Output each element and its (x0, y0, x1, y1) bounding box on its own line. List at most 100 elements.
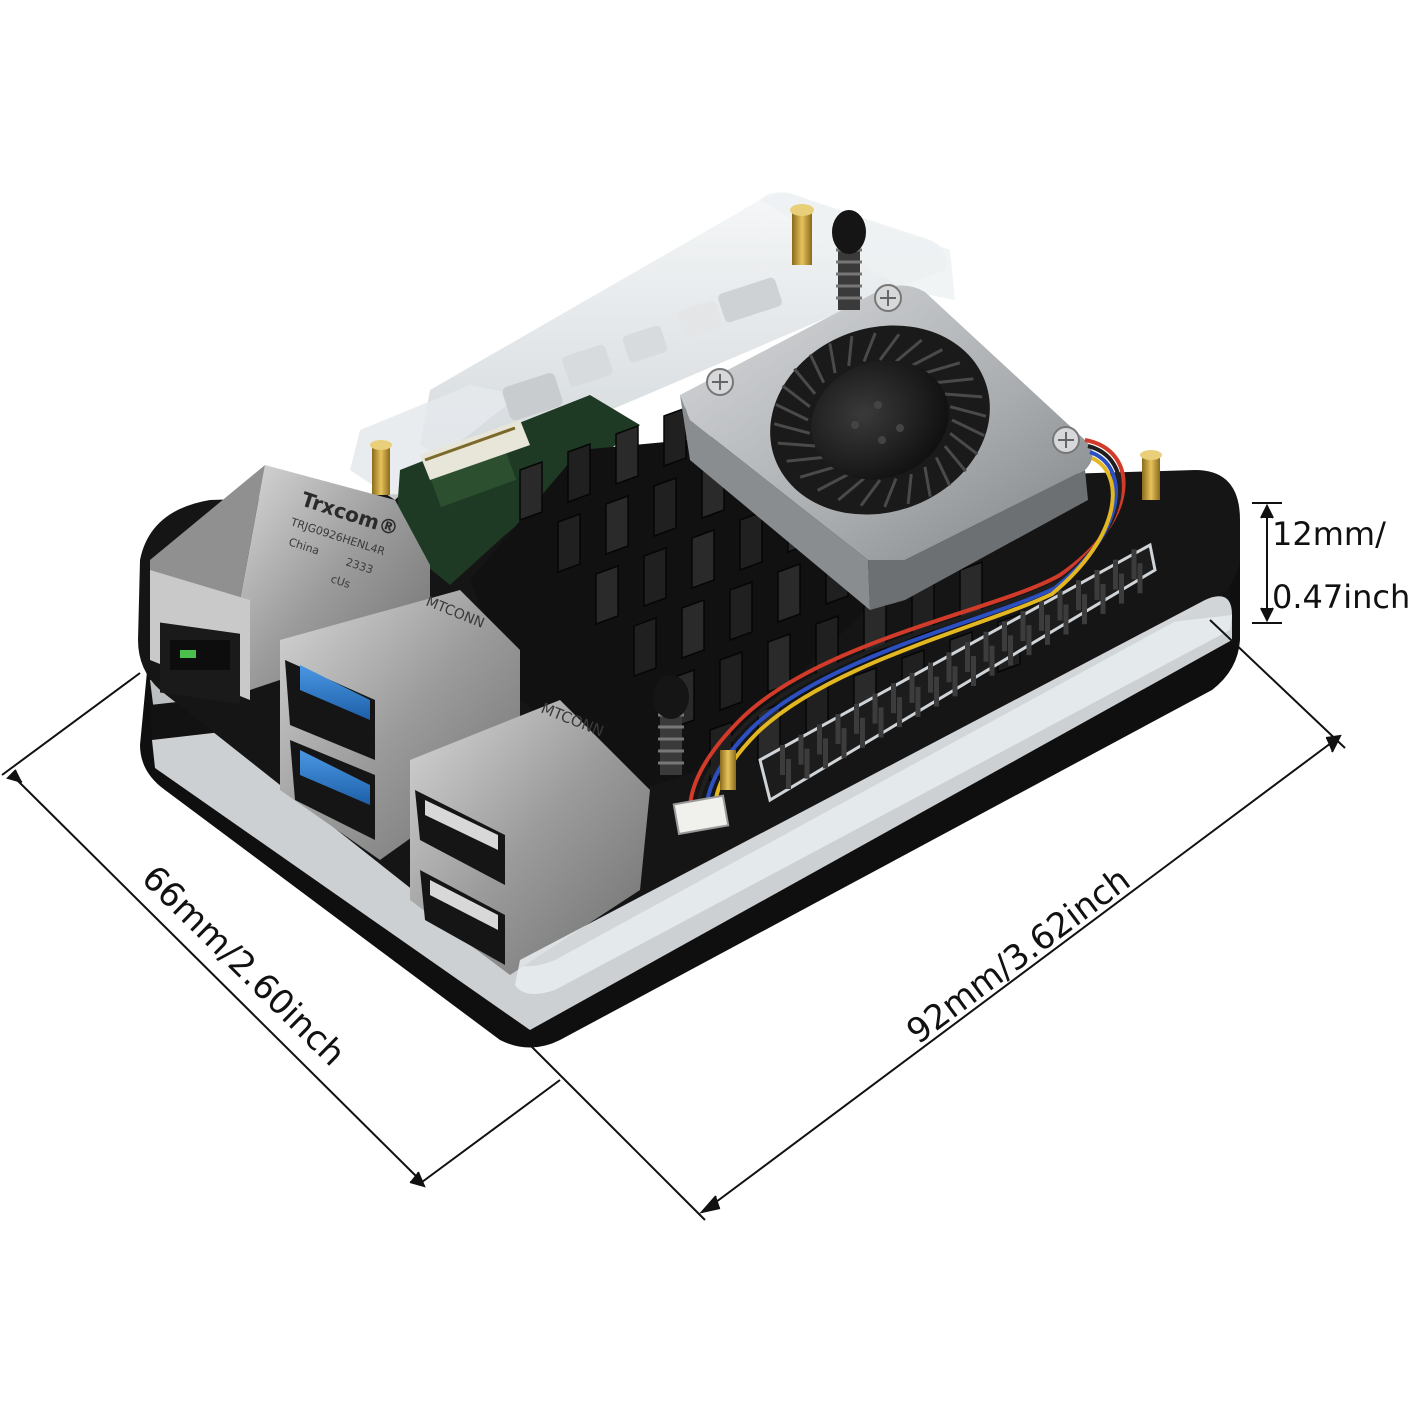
gpio-pin (1045, 614, 1050, 645)
gpio-pin (841, 728, 847, 759)
gpio-pin (965, 642, 970, 672)
gpio-pin (1082, 594, 1087, 625)
gpio-pin (891, 683, 896, 714)
ethernet-port: Trxcom® TRJG0926HENL4R China 2333 cUs (150, 465, 430, 704)
gpio-pin (934, 676, 939, 707)
gpio-pin (1113, 559, 1118, 590)
gpio-pin (1063, 604, 1069, 635)
heatsink-fin (777, 562, 801, 624)
gpio-pin (835, 714, 841, 745)
heatsink-fin (681, 598, 705, 660)
width-dimension (1, 672, 561, 1188)
fan-blade (944, 392, 983, 399)
heatsink-fin (663, 406, 687, 468)
gpio-pin (854, 703, 859, 734)
gpio-pin (804, 748, 810, 779)
heatsink-fin (643, 546, 667, 608)
fan-blade (808, 353, 826, 384)
heatsink-fin (691, 528, 715, 590)
gpio-pins (780, 549, 1143, 789)
fan-blade (906, 473, 913, 505)
heatsink-fin (567, 442, 591, 504)
fan-blade (949, 405, 987, 418)
height-dimension (1252, 502, 1282, 624)
length-dimension (514, 619, 1346, 1221)
gpio-pin (823, 738, 828, 769)
gpio-pin (928, 662, 933, 693)
gpio-pin (1137, 563, 1143, 594)
gpio-pin (1020, 611, 1026, 642)
fan-hub (811, 360, 949, 480)
gpio-pin (1100, 583, 1106, 614)
heatsink-fin (739, 510, 763, 572)
fan-blade (773, 422, 811, 435)
gpio-pin (878, 707, 884, 738)
fan-blade (934, 456, 952, 487)
gpio-pin (1057, 590, 1063, 621)
fan-blade (837, 477, 865, 502)
fan-blade (943, 445, 967, 473)
fan-blade (878, 333, 901, 361)
gpio-pin (860, 717, 865, 748)
heatsink-fin (595, 564, 619, 626)
gpio-pin (897, 697, 902, 728)
fan-blade (847, 335, 854, 367)
circuit-board (395, 277, 782, 585)
gpio-pin (1039, 600, 1044, 631)
acrylic-front-edge (515, 596, 1232, 994)
gpio-pin (1094, 569, 1100, 600)
fan-blade (862, 332, 877, 363)
gpio-pin (946, 652, 952, 683)
gpio-pin (1076, 580, 1081, 611)
spring-pins (653, 210, 866, 775)
height-label-inch: 0.47inch (1272, 578, 1410, 616)
fan-blade (799, 465, 836, 479)
gpio-pin (1119, 573, 1124, 604)
fan-blade (781, 384, 811, 408)
gpio-pin (971, 656, 976, 686)
fan-blade (895, 338, 923, 363)
fan-blade (883, 477, 898, 508)
heatsink-fin (519, 460, 543, 522)
fan-blade (859, 479, 882, 507)
fan-blade (786, 455, 824, 463)
heatsink-fin (633, 616, 657, 678)
gpio-pin (1131, 549, 1137, 580)
gpio-pin (1008, 635, 1013, 666)
fan-blade (936, 377, 974, 385)
heatsink-fin (653, 476, 677, 538)
gpio-pin (798, 734, 804, 765)
fan-blade (924, 361, 961, 375)
fan-blade (949, 432, 979, 456)
fan-blade (793, 367, 817, 395)
gpio-pin (780, 745, 785, 775)
fan-blade (910, 348, 944, 368)
fan-blade (951, 418, 985, 437)
gpio-pin (983, 631, 989, 662)
fan-blade (775, 403, 809, 422)
gpio-pin (1026, 625, 1032, 656)
standoffs (370, 204, 1162, 790)
gpio-pin (872, 693, 878, 724)
fan-connector (672, 794, 730, 836)
fan-blade (828, 343, 837, 374)
gpio-pin (817, 724, 822, 755)
gpio-pin (909, 672, 915, 703)
fan-blades (773, 332, 987, 508)
fan-blade (777, 441, 816, 448)
gpio-pin (915, 686, 921, 717)
gpio-pin (1002, 621, 1007, 652)
fan-blade (923, 466, 932, 497)
height-label-mm: 12mm/ (1272, 515, 1386, 553)
gpio-pin (952, 666, 958, 697)
gpio-header (758, 542, 1157, 803)
ethernet-mark-label: cUs (329, 572, 352, 591)
heatsink-fin (729, 580, 753, 642)
cooling-fan (680, 284, 1093, 610)
fan-blade (816, 472, 850, 492)
gpio-pin (786, 759, 791, 789)
length-label: 92mm/3.62inch (899, 860, 1137, 1053)
heatsink-fin (605, 494, 629, 556)
gpio-pin (989, 645, 995, 676)
